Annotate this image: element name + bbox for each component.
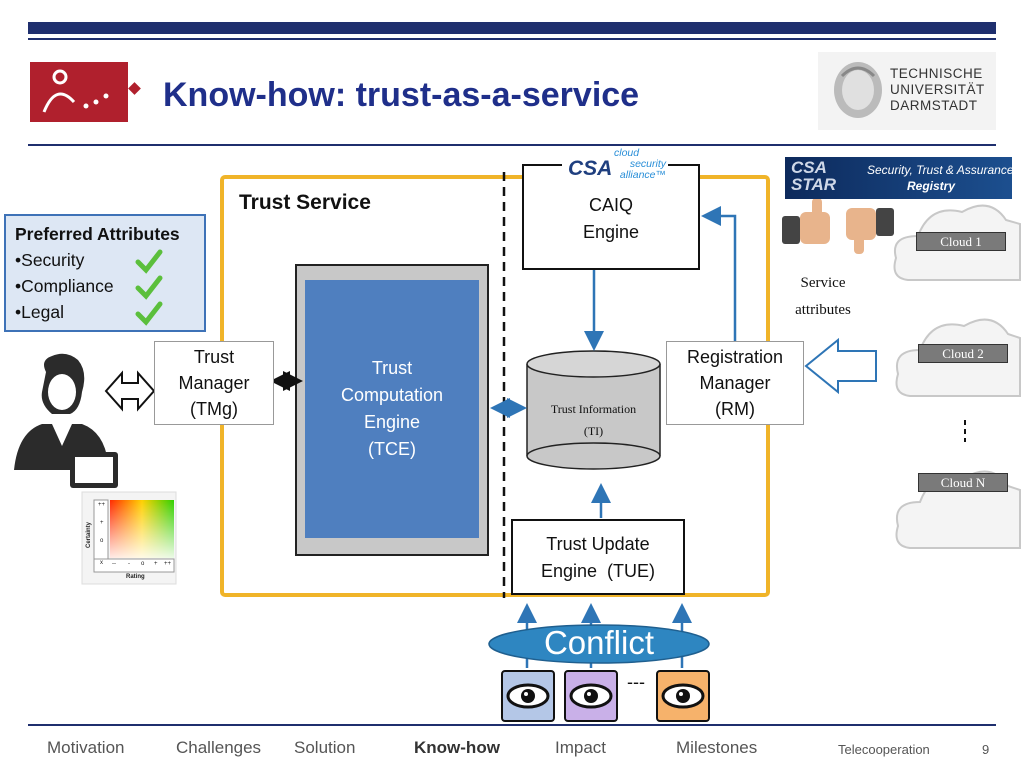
trust-manager-box: Trust Manager (TMg) (154, 341, 274, 425)
preferred-attributes-box: Preferred Attributes •Security •Complian… (4, 214, 206, 332)
trust-service-label: Trust Service (239, 191, 371, 214)
trust-update-engine-box: Trust Update Engine (TUE) (511, 519, 685, 595)
conflict-ellipse (488, 624, 710, 664)
tce-inner (305, 280, 479, 538)
footer-nav-milestones[interactable]: Milestones (676, 738, 758, 757)
header-line (28, 38, 996, 40)
tce-label: Trust Computation Engine (TCE) (340, 358, 444, 459)
cloud-1-label: Cloud 1 (916, 232, 1006, 251)
eye-icon (564, 670, 618, 722)
ti-label: Trust Information (TI) (550, 402, 637, 438)
cloud-shapes (893, 204, 1021, 549)
csa-star-banner: CSA STAR Security, Trust & Assurance Reg… (785, 157, 1012, 199)
footer-org: Telecooperation (838, 742, 930, 757)
university-name: TECHNISCHE UNIVERSITÄT DARMSTADT (890, 66, 985, 113)
footer-divider (28, 724, 996, 726)
ti-cylinder (526, 350, 661, 470)
attributes-title: Preferred Attributes (15, 224, 180, 244)
rating-widget (81, 491, 177, 585)
footer-nav-challenges[interactable]: Challenges (176, 738, 262, 757)
rating-widget-labels: Certainty Rating ++ + o x -- - o + ++ (86, 502, 172, 580)
page-title: Know-how: trust-as-a-service (163, 76, 640, 114)
arrow-clouds-rm (804, 337, 877, 395)
attribute-item-legal: •Legal (15, 302, 64, 322)
checkmark-icons (135, 249, 163, 326)
header-bar (28, 22, 996, 34)
conflict-label: Conflict (543, 624, 655, 661)
service-attributes-label: Service attributes (795, 275, 851, 318)
eye-icon (656, 670, 710, 722)
page-number: 9 (982, 742, 990, 757)
attribute-item-security: •Security (15, 250, 85, 270)
cloud-2-label: Cloud 2 (918, 344, 1008, 363)
user-icon (14, 353, 118, 488)
attribute-item-compliance: •Compliance (15, 276, 114, 296)
csa-logo-abbr: CSA (568, 157, 613, 180)
eyes-separator: --- (627, 672, 645, 692)
arrow-user-tmg (104, 370, 156, 412)
footer-nav-impact[interactable]: Impact (555, 738, 607, 757)
university-logo (818, 52, 996, 130)
footer-nav-motivation[interactable]: Motivation (47, 738, 125, 757)
eye-icon (501, 670, 555, 722)
arrow-rm-caiq (701, 206, 737, 341)
registration-manager-box: Registration Manager (RM) (666, 341, 804, 425)
csa-star-abbr: CSA STAR (791, 158, 837, 194)
cloud-n-label: Cloud N (918, 473, 1008, 492)
footer-nav-solution[interactable]: Solution (294, 738, 356, 757)
footer-nav-know-how[interactable]: Know-how (414, 738, 500, 757)
telecooperation-logo (30, 62, 128, 122)
thumbs-icon (782, 198, 894, 254)
header-divider (28, 144, 996, 146)
csa-logo: CSA cloud security alliance™ (562, 148, 668, 184)
